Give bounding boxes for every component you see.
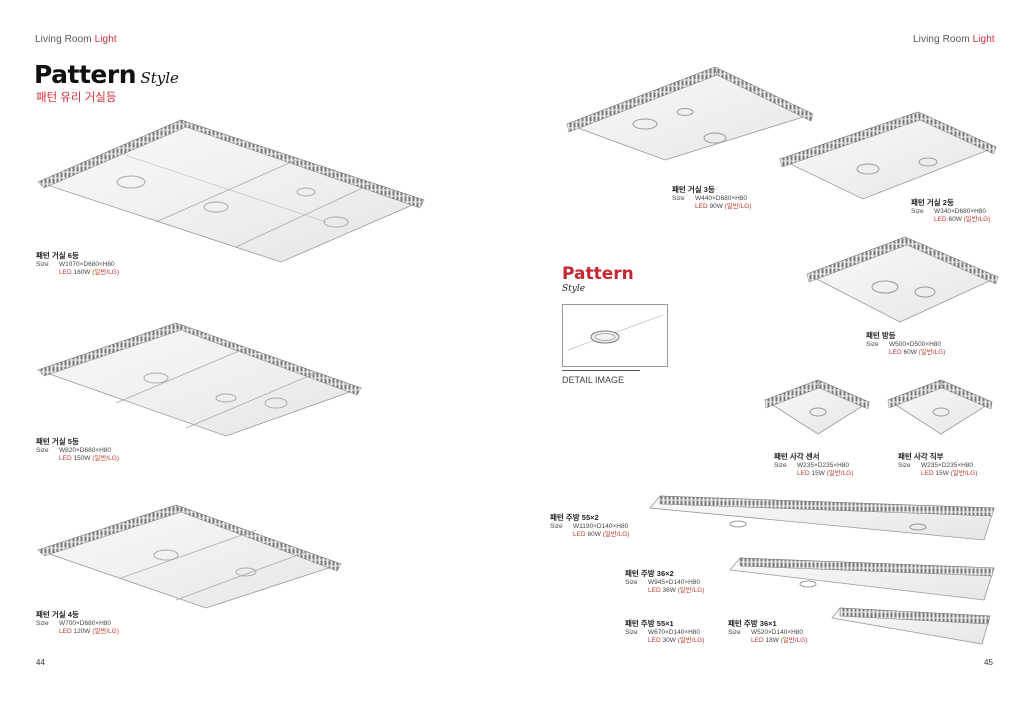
left-page-header: Living Room Light — [35, 34, 117, 45]
product-image-3-light — [565, 66, 815, 161]
page-number-left: 44 — [36, 658, 45, 667]
right-page-header: Living Room Light — [913, 34, 995, 45]
product-image-5-light — [36, 322, 363, 437]
detail-rule — [562, 370, 640, 371]
product-image-kitchen-55x2 — [649, 495, 995, 541]
product-image-room-light — [806, 236, 999, 323]
product-image-kitchen-36x1 — [831, 607, 991, 645]
product-image-square-ceiling — [887, 379, 993, 435]
product-image-4-light — [36, 504, 343, 609]
product-image-kitchen-36x2 — [729, 557, 995, 601]
detail-label: DETAIL IMAGE — [562, 375, 625, 385]
product-image-6-light — [36, 119, 426, 263]
detail-title: Pattern Style — [562, 264, 634, 294]
page-subtitle: 패턴 유리 거실등 — [36, 92, 117, 104]
page-title: Pattern Style — [34, 60, 179, 89]
product-image-2-light — [778, 111, 998, 200]
product-image-square-sensor — [764, 379, 870, 435]
detail-image — [562, 304, 668, 367]
page-number-right: 45 — [984, 658, 993, 667]
